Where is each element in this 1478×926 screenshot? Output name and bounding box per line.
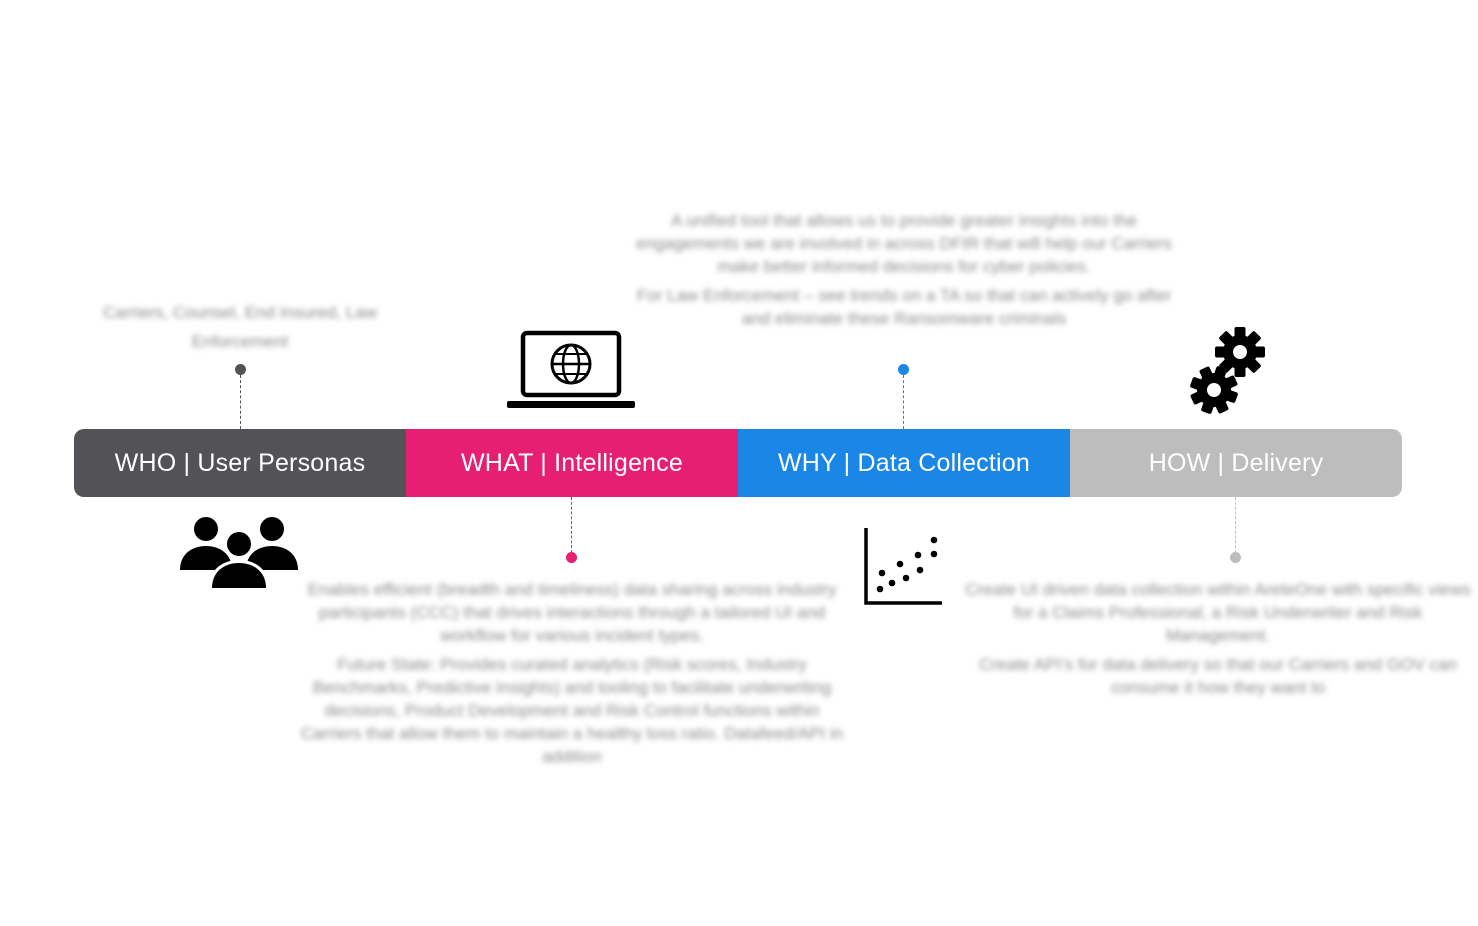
segment-how: HOW | Delivery (1070, 429, 1402, 497)
how-connector-dot (1230, 552, 1241, 563)
why-connector-dot (898, 364, 909, 375)
people-group-icon (178, 512, 300, 590)
who-description-text: Carriers, Counsel, End Insured, Law Enfo… (102, 303, 378, 351)
why-description-text-1: A unified tool that allows us to provide… (636, 211, 1172, 276)
segment-what: WHAT | Intelligence (406, 429, 738, 497)
timeline-bar: WHO | User Personas WHAT | Intelligence … (74, 429, 1402, 497)
how-description: Create UI driven data collection within … (962, 578, 1474, 705)
what-description-text-1: Enables efficient (breadth and timelines… (307, 580, 837, 645)
who-connector-line (240, 375, 241, 429)
who-connector-dot (235, 364, 246, 375)
gears-icon (1190, 324, 1270, 416)
scatter-chart-icon (862, 526, 944, 608)
why-connector-line (903, 375, 904, 429)
segment-who-label: WHO | User Personas (114, 448, 366, 477)
what-connector-line (571, 497, 572, 553)
what-connector-dot (566, 552, 577, 563)
segment-how-label: HOW | Delivery (1148, 448, 1324, 477)
how-description-text-1: Create UI driven data collection within … (965, 580, 1471, 645)
how-connector-line (1235, 497, 1236, 553)
how-description-text-2: Create API’s for data delivery so that o… (979, 655, 1457, 697)
segment-what-label: WHAT | Intelligence (461, 448, 683, 477)
segment-why-label: WHY | Data Collection (778, 448, 1030, 477)
why-description: A unified tool that allows us to provide… (626, 209, 1182, 336)
segment-why: WHY | Data Collection (738, 429, 1070, 497)
who-description: Carriers, Counsel, End Insured, Law Enfo… (95, 298, 385, 362)
laptop-globe-icon (505, 330, 637, 412)
what-description-text-2: Future State: Provides curated analytics… (300, 655, 844, 766)
why-description-text-2: For Law Enforcement – see trends on a TA… (636, 286, 1172, 328)
what-description: Enables efficient (breadth and timelines… (298, 578, 846, 774)
segment-who: WHO | User Personas (74, 429, 406, 497)
